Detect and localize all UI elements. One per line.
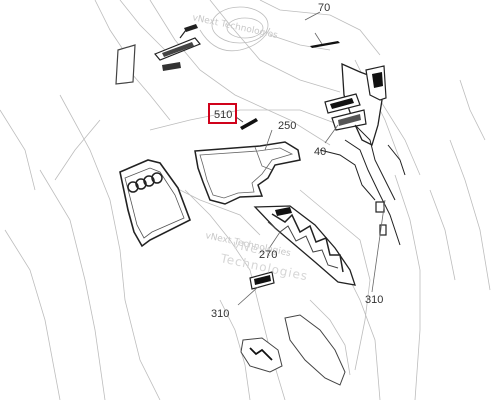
decal-left-plaque (115, 44, 181, 85)
decal-top (154, 24, 201, 61)
decal-270-zigzag (253, 205, 356, 286)
callout-270: 270 (259, 249, 277, 261)
decal-bottom-right (284, 314, 346, 386)
decal-left-panel (119, 159, 192, 248)
callout-40: 40 (314, 146, 326, 158)
callout-510-highlight (208, 103, 237, 124)
decal-510 (240, 118, 258, 130)
leader-lines (237, 11, 386, 306)
decal-70-stripe (310, 41, 340, 48)
decal-310-left (249, 271, 275, 290)
callout-250: 250 (278, 120, 296, 132)
decal-250-panel (194, 141, 301, 205)
callout-310-right: 310 (365, 294, 383, 306)
callout-70: 70 (318, 2, 330, 14)
decal-bottom-badge (240, 337, 283, 373)
decal-40-group (319, 62, 406, 246)
callout-510: 510 (214, 109, 232, 121)
decal-parts (115, 24, 406, 386)
callout-310-left: 310 (211, 308, 229, 320)
